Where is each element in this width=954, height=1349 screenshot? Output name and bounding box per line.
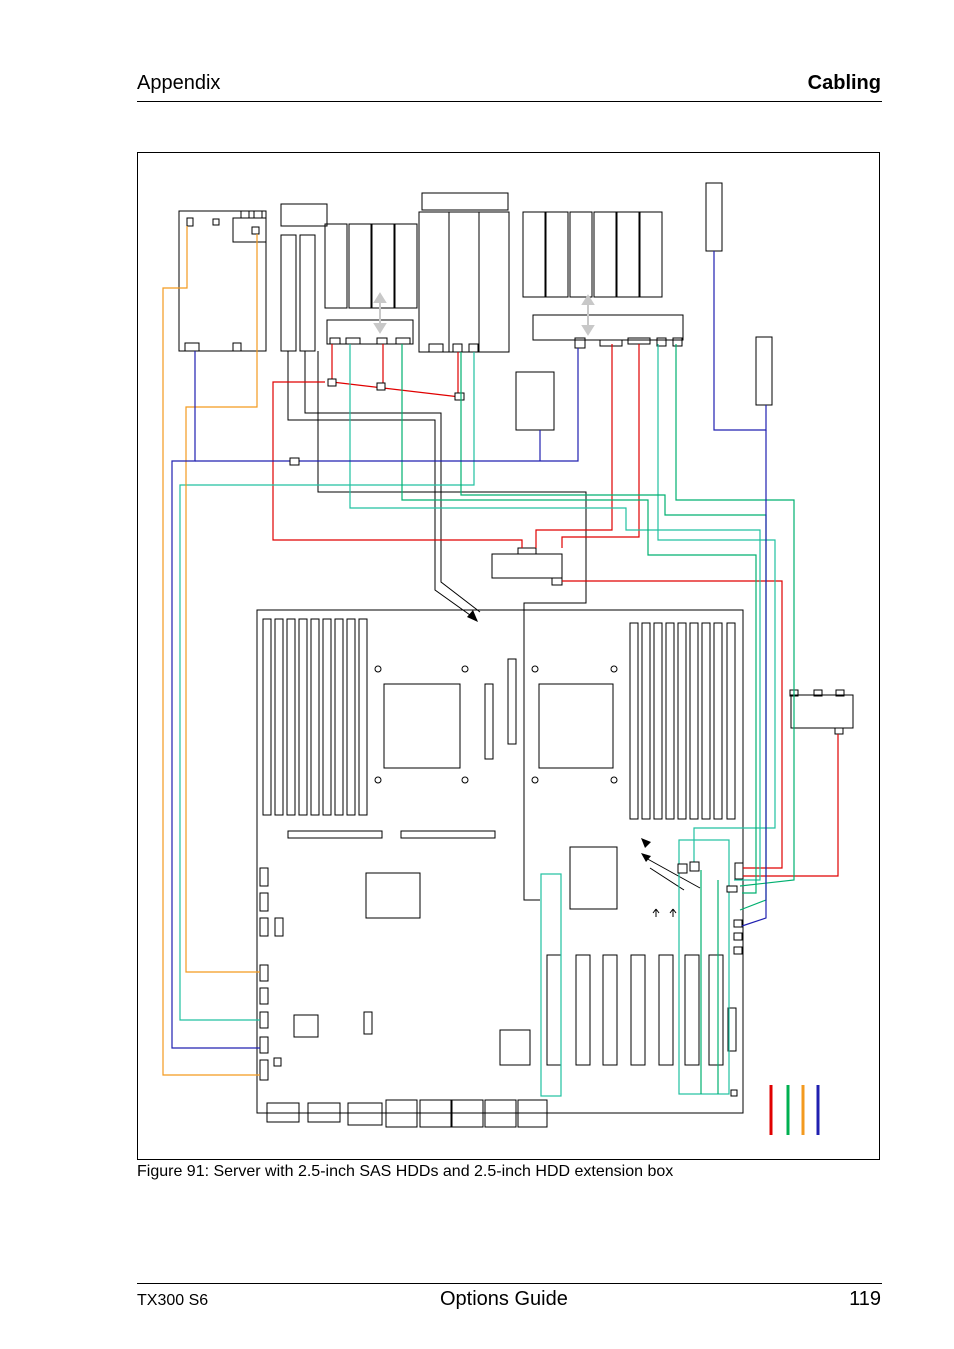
- extension-box-connector: [790, 694, 854, 729]
- header-section: Appendix: [137, 72, 221, 94]
- footer-rule: [137, 1283, 882, 1284]
- front-panel-2: [755, 336, 773, 406]
- cpu-1: [383, 683, 461, 769]
- header-chapter: Cabling: [807, 72, 881, 94]
- footer-product: TX300 S6: [137, 1292, 209, 1309]
- hdd-backplane-2: [532, 314, 684, 341]
- figure-caption: Figure 91: Server with 2.5-inch SAS HDDs…: [137, 1163, 674, 1180]
- sas-expander: [491, 553, 563, 579]
- drive-bay-top: [280, 203, 328, 227]
- hdd-backplane-1: [326, 319, 414, 345]
- footer-document: Options Guide: [440, 1288, 568, 1310]
- figure-frame: [137, 152, 880, 1160]
- page-number: 119: [849, 1288, 881, 1310]
- mainboard: [256, 609, 744, 1114]
- drive-bay-top-2: [421, 192, 509, 211]
- pci-riser-1: [540, 873, 562, 1097]
- pci-riser-2: [678, 839, 730, 1095]
- cpu-2: [538, 683, 614, 769]
- psu-module: [178, 210, 267, 352]
- header-rule: [137, 101, 882, 102]
- front-panel-1: [705, 182, 723, 252]
